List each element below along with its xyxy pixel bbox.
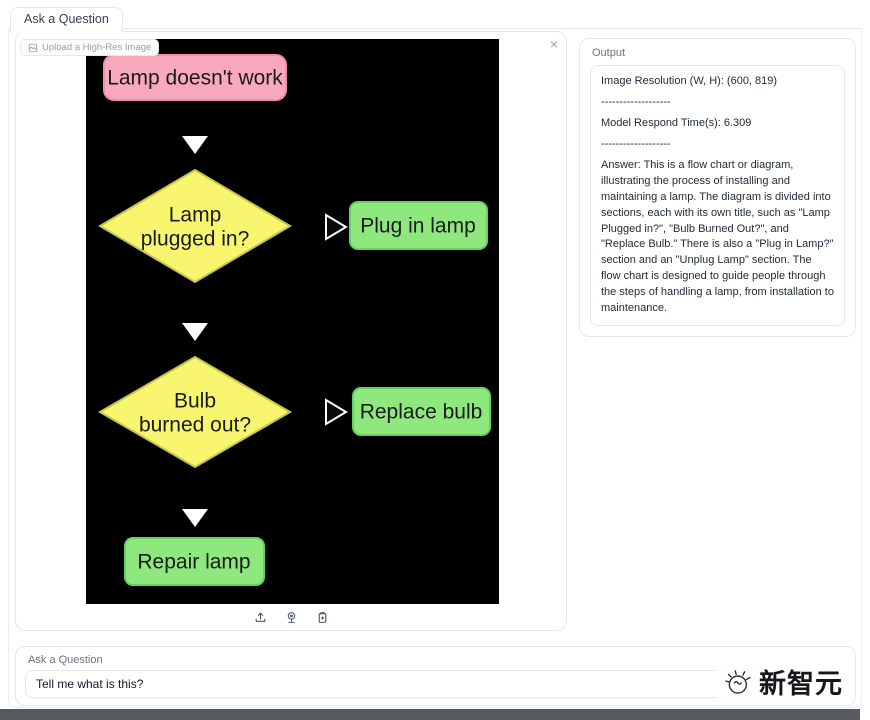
flow-node-decision-1-label-line2: plugged in? [141,228,250,251]
image-upload-icon [28,43,38,52]
flow-arrow-down-1 [182,136,208,154]
flowchart-image: Lamp doesn't work Lamp plugged in? Plug … [86,39,499,604]
flow-node-end-label: Repair lamp [137,551,250,574]
output-separator-1: ------------------- [601,95,671,108]
output-label: Output [592,47,626,59]
webcam-button[interactable] [283,609,299,625]
flowchart-background [86,39,499,604]
flow-arrow-down-2 [182,323,208,341]
output-panel: Output Image Resolution (W, H): (600, 81… [579,38,856,338]
flow-node-end [124,537,265,586]
flow-node-action-1 [349,201,488,250]
flow-node-decision-2-label-line1: Bulb [174,390,216,413]
output-answer: Answer: This is a flow chart or diagram,… [601,158,834,315]
flow-node-decision-1 [98,168,292,284]
paste-image-icon [318,611,326,623]
question-input[interactable] [25,670,846,698]
share-upload-icon [255,612,265,622]
flow-node-action-2 [352,387,491,436]
content-frame: Upload a High-Res Image × Lamp doesn't w… [8,29,862,708]
clear-image-button[interactable]: × [549,36,558,52]
webcam-icon [287,611,295,623]
output-textbox: Image Resolution (W, H): (600, 819) ----… [590,65,845,327]
watermark-text: 新智元 [759,669,843,700]
question-panel: Ask a Question [15,646,856,706]
tab-bar: Ask a Question [8,7,862,33]
output-resolution: Image Resolution (W, H): (600, 819) [601,75,778,87]
question-label: Ask a Question [28,654,103,666]
image-toolbar [16,609,566,625]
flow-arrow-right-1 [325,213,348,241]
paste-image-button[interactable] [314,609,330,625]
share-upload-button[interactable] [252,609,268,625]
watermark: 新智元 [716,660,847,703]
flow-node-start [103,54,287,101]
flow-node-decision-1-label-line1: Lamp [169,204,222,227]
flow-arrow-down-3 [182,509,208,527]
upload-badge-label: Upload a High-Res Image [42,42,152,53]
output-separator-2: ------------------- [601,137,671,150]
flow-arrow-right-2 [325,398,348,426]
image-panel: Upload a High-Res Image × Lamp doesn't w… [15,31,567,631]
watermark-logo-icon [725,669,751,694]
flow-node-action-1-label: Plug in lamp [360,215,476,238]
flow-node-decision-2-label-line2: burned out? [139,414,251,437]
flow-node-decision-2 [98,355,292,469]
flow-node-start-label: Lamp doesn't work [107,67,283,90]
output-respond-time: Model Respond Time(s): 6.309 [601,116,752,129]
upload-high-res-badge[interactable]: Upload a High-Res Image [20,39,160,56]
tab-ask-a-question[interactable]: Ask a Question [10,7,123,33]
horizontal-scrollbar[interactable] [0,709,860,720]
flow-node-action-2-label: Replace bulb [360,401,483,424]
